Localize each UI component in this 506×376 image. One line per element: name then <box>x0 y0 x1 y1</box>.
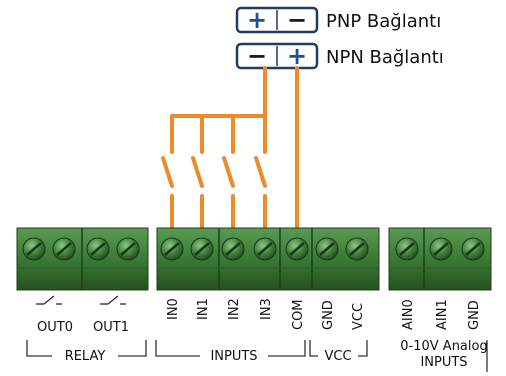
screw-terminals <box>22 237 485 261</box>
pnp-label: PNP Bağlantı <box>326 11 441 32</box>
pnp-plus-sign: + <box>247 6 267 34</box>
group-label-analog-line1: 0-10V Analog <box>400 339 487 354</box>
label-out0: OUT0 <box>37 320 73 335</box>
screw-in1 <box>190 237 214 261</box>
label-vcc: VCC <box>351 303 366 330</box>
screw-in3 <box>253 237 277 261</box>
bracket-vcc: VCC <box>309 340 368 364</box>
switch-in2 <box>222 114 235 230</box>
legend-npn: − + NPN Bağlantı <box>235 42 444 70</box>
group-label-relay: RELAY <box>65 349 106 364</box>
group-label-inputs: INPUTS <box>210 349 257 364</box>
bracket-analog: 0-10V Analog INPUTS <box>400 339 488 372</box>
screw-out0-b <box>52 237 76 261</box>
screw-ain0 <box>395 237 419 261</box>
switch-in3 <box>254 114 267 230</box>
label-in3: IN3 <box>259 298 274 320</box>
screw-in0 <box>160 237 184 261</box>
npn-label: NPN Bağlantı <box>326 47 444 68</box>
relay-contact-out1 <box>100 295 126 305</box>
screw-vcc <box>345 237 369 261</box>
bracket-inputs: INPUTS <box>155 340 306 364</box>
label-in0: IN0 <box>166 298 181 320</box>
switch-in0 <box>161 114 174 230</box>
pnp-minus-sign: − <box>287 6 307 34</box>
label-ain1: AIN1 <box>435 299 450 330</box>
npn-minus-sign: − <box>247 42 267 70</box>
screw-com <box>285 237 309 261</box>
screw-gnd <box>315 237 339 261</box>
label-in1: IN1 <box>196 298 211 320</box>
legend-pnp: + − PNP Bağlantı <box>235 6 441 34</box>
label-com: COM <box>291 299 306 330</box>
screw-out0-a <box>22 237 46 261</box>
label-gnd: GND <box>321 300 336 330</box>
label-in2: IN2 <box>227 298 242 320</box>
label-ain0: AIN0 <box>401 299 416 330</box>
screw-out1-b <box>116 237 140 261</box>
screw-in2 <box>221 237 245 261</box>
group-label-analog-line2: INPUTS <box>420 355 467 370</box>
bracket-relay: RELAY <box>26 340 147 364</box>
screw-analog-gnd <box>461 237 485 261</box>
screw-out1-a <box>86 237 110 261</box>
screw-ain1 <box>429 237 453 261</box>
label-analog-gnd: GND <box>467 300 482 330</box>
npn-plus-sign: + <box>287 42 307 70</box>
relay-contact-out0 <box>36 295 62 305</box>
switch-in1 <box>191 114 204 230</box>
group-label-vcc: VCC <box>324 349 351 364</box>
label-out1: OUT1 <box>93 320 129 335</box>
input-wiring <box>161 66 299 230</box>
